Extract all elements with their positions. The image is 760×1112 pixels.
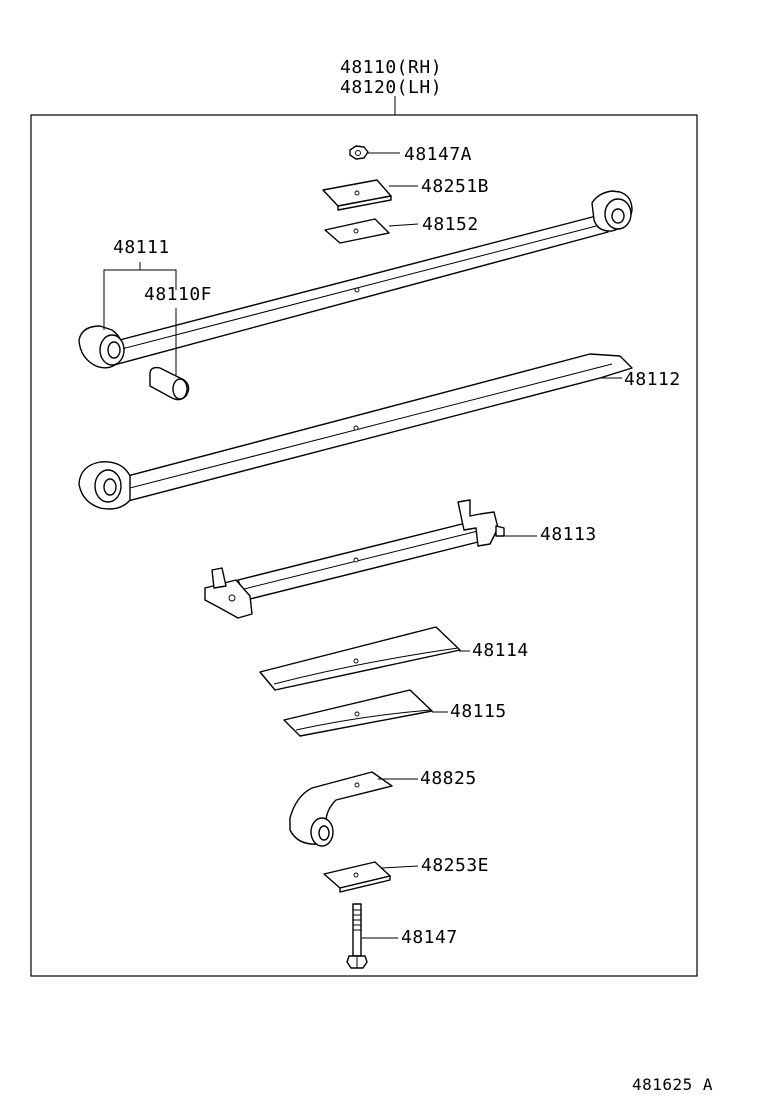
plate-label: 48152 — [422, 214, 479, 235]
leaf-2-label: 48112 — [624, 369, 681, 390]
pin-bushing-label: 48110F — [144, 284, 212, 305]
assembly-rh-label: 48110(RH) — [340, 57, 442, 78]
leaf-3-label: 48113 — [540, 524, 597, 545]
bracket-label: 48825 — [420, 768, 477, 789]
spacer-top-label: 48251B — [421, 176, 489, 197]
main-leaf-part — [78, 190, 633, 369]
spacer-bottom-part — [323, 861, 391, 893]
nut-part — [349, 145, 369, 160]
leaf-4-label: 48114 — [472, 640, 529, 661]
leaf-4-part — [259, 626, 461, 691]
bushing-label: 48111 — [113, 237, 170, 258]
leaf-5-label: 48115 — [450, 701, 507, 722]
assembly-frame — [30, 114, 698, 977]
bolt-part — [346, 903, 368, 969]
assembly-lh-label: 48120(LH) — [340, 77, 442, 98]
pin-bushing-part — [149, 366, 190, 401]
bracket-part — [289, 771, 393, 847]
leaf-5-part — [283, 689, 433, 737]
spacer-top-part — [322, 179, 392, 211]
plate-part — [324, 218, 390, 244]
diagram-code: 481625 A — [632, 1075, 713, 1094]
nut-label: 48147A — [404, 144, 472, 165]
bolt-label: 48147 — [401, 927, 458, 948]
leaf-2-part — [78, 353, 633, 510]
leaf-3-part — [204, 499, 505, 619]
spacer-bottom-label: 48253E — [421, 855, 489, 876]
